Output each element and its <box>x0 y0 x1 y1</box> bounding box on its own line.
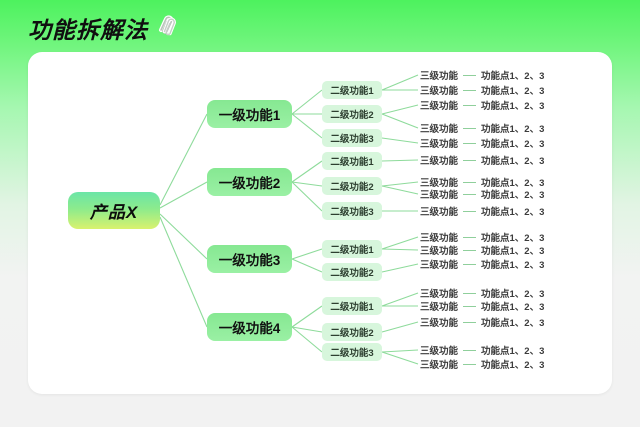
level2-node: 二级功能2 <box>322 323 382 341</box>
level2-node: 二级功能2 <box>322 105 382 123</box>
dash-connector <box>463 193 477 195</box>
leaf-row: 三级功能功能点1、2、3 <box>420 190 545 201</box>
dash-connector <box>463 363 477 365</box>
level2-node: 二级功能3 <box>322 343 382 361</box>
dash-connector <box>463 159 477 161</box>
leaf-row: 三级功能功能点1、2、3 <box>420 101 545 112</box>
leaf-row: 三级功能功能点1、2、3 <box>420 124 545 135</box>
level2-node: 二级功能1 <box>322 240 382 258</box>
dash-connector <box>463 181 477 183</box>
leaf-row: 三级功能功能点1、2、3 <box>420 71 545 82</box>
level2-node: 二级功能3 <box>322 129 382 147</box>
page-title-text: 功能拆解法 <box>28 17 148 43</box>
leaf-row: 三级功能功能点1、2、3 <box>420 289 545 300</box>
level2-node: 二级功能1 <box>322 297 382 315</box>
level1-node-2: 一级功能2 <box>207 168 292 196</box>
connector-lines <box>159 74 419 365</box>
leaf-row: 三级功能功能点1、2、3 <box>420 360 545 371</box>
level1-node-1: 一级功能1 <box>207 100 292 128</box>
root-node-product: 产品X <box>68 192 160 229</box>
dash-connector <box>463 349 477 351</box>
leaf-row: 三级功能功能点1、2、3 <box>420 139 545 150</box>
mindmap-canvas: 产品X 一级功能1 一级功能2 一级功能3 一级功能4 二级功能1 二级功能2 … <box>28 52 612 394</box>
leaf-row: 三级功能功能点1、2、3 <box>420 346 545 357</box>
page-title: 功能拆解法 <box>28 11 178 45</box>
leaf-row: 三级功能功能点1、2、3 <box>420 260 545 271</box>
dash-connector <box>463 142 477 144</box>
leaf-row: 三级功能功能点1、2、3 <box>420 178 545 189</box>
dash-connector <box>463 104 477 106</box>
level1-node-3: 一级功能3 <box>207 245 292 273</box>
leaf-row: 三级功能功能点1、2、3 <box>420 156 545 167</box>
leaf-row: 三级功能功能点1、2、3 <box>420 318 545 329</box>
leaf-row: 三级功能功能点1、2、3 <box>420 86 545 97</box>
dash-connector <box>463 321 477 323</box>
level2-node: 二级功能1 <box>322 152 382 170</box>
level2-node: 二级功能2 <box>322 177 382 195</box>
dash-connector <box>463 263 477 265</box>
dash-connector <box>463 74 477 76</box>
level2-node: 二级功能3 <box>322 202 382 220</box>
leaf-row: 三级功能功能点1、2、3 <box>420 302 545 313</box>
dash-connector <box>463 249 477 251</box>
level2-node: 二级功能2 <box>322 263 382 281</box>
dash-connector <box>463 305 477 307</box>
leaf-row: 三级功能功能点1、2、3 <box>420 246 545 257</box>
dash-connector <box>463 236 477 238</box>
dash-connector <box>463 210 477 212</box>
level1-node-4: 一级功能4 <box>207 313 292 341</box>
leaf-row: 三级功能功能点1、2、3 <box>420 233 545 244</box>
level2-node: 二级功能1 <box>322 81 382 99</box>
dash-connector <box>463 127 477 129</box>
leaf-row: 三级功能功能点1、2、3 <box>420 207 545 218</box>
dash-connector <box>463 292 477 294</box>
dash-connector <box>463 89 477 91</box>
paperclip-icon <box>154 14 178 44</box>
